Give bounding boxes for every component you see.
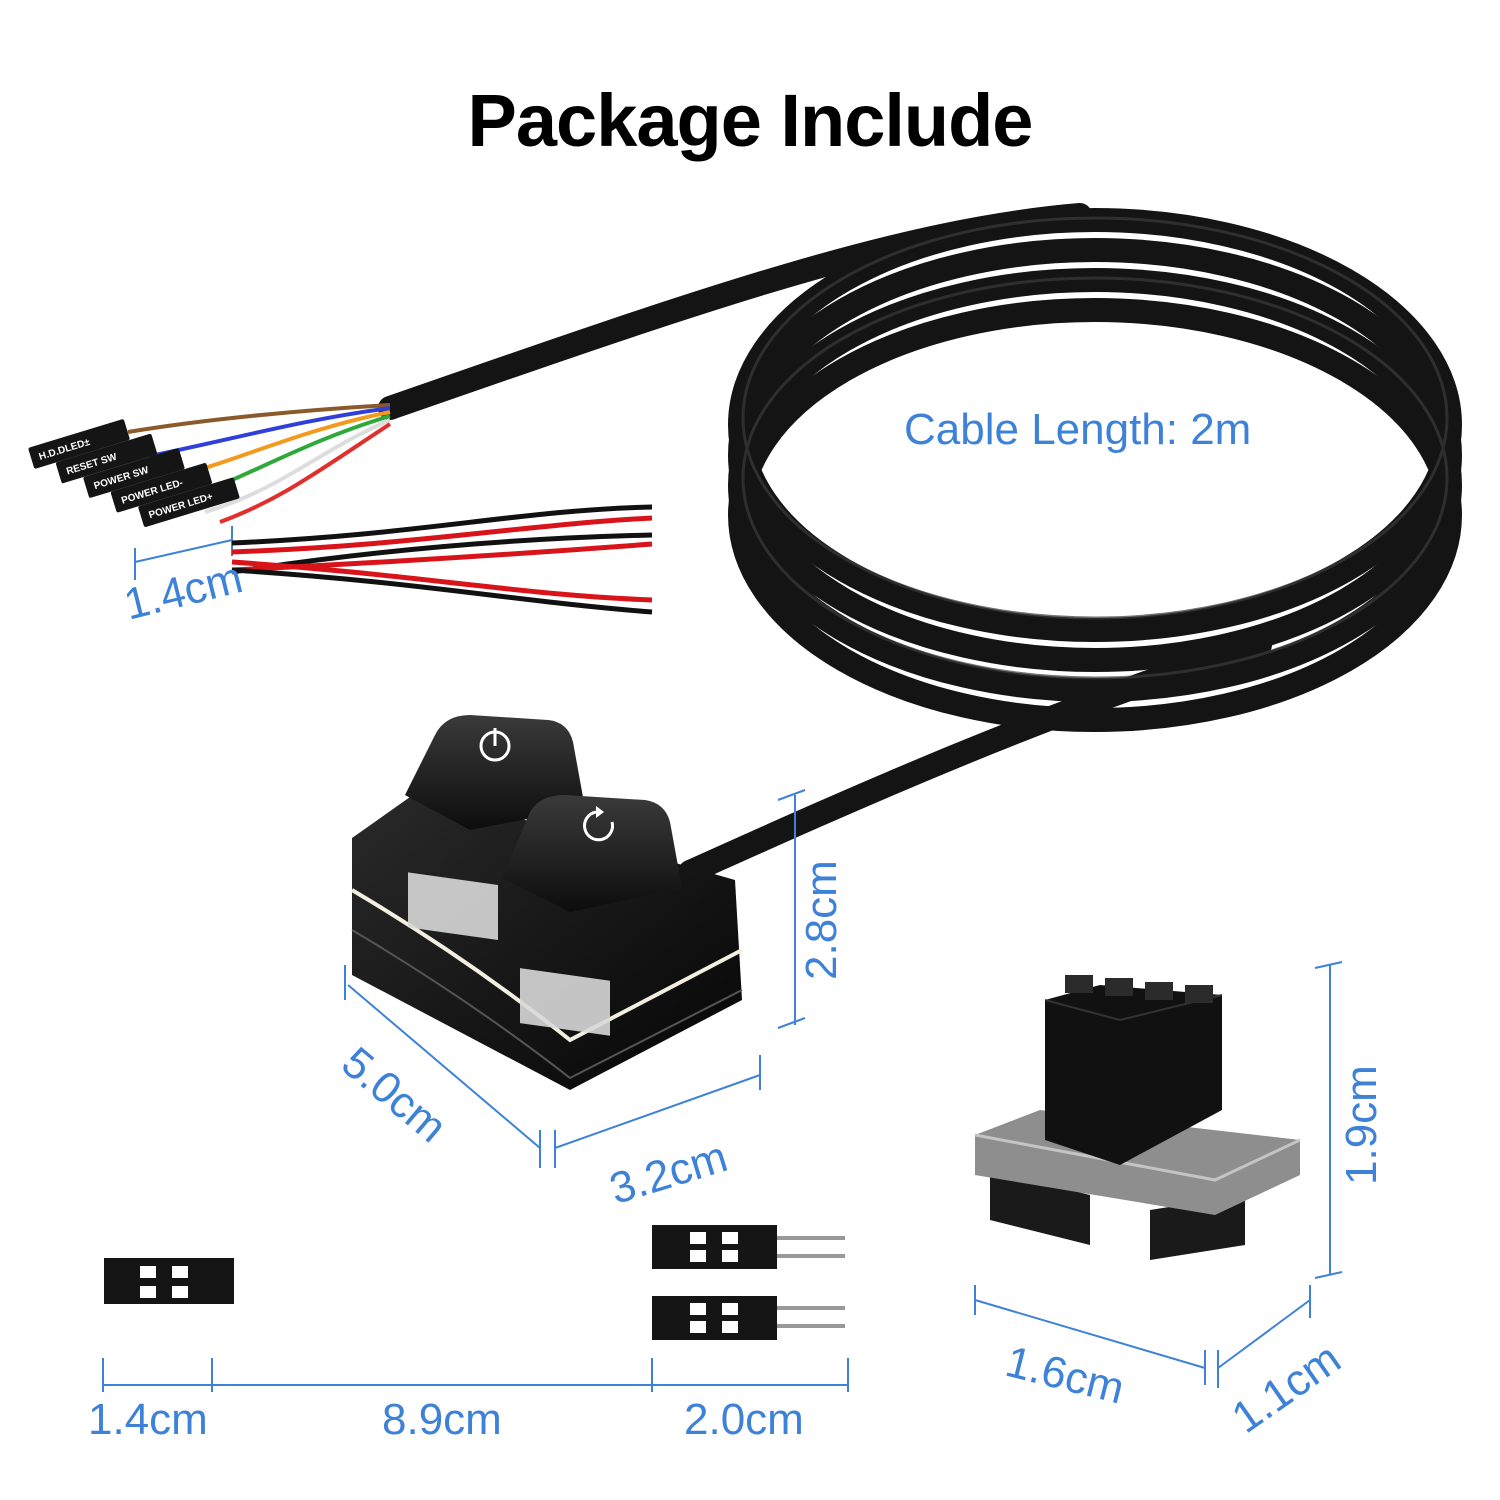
splitter-wires: [231, 504, 653, 615]
splitter-connector-label: 1.4cm: [88, 1395, 208, 1444]
dual-button-switch-box: [350, 715, 743, 1090]
power-keycap: [405, 715, 585, 830]
adapter-height-label: 1.9cm: [1337, 1065, 1386, 1185]
cable-coil: [378, 203, 1462, 884]
pin-header-adapter: [974, 975, 1301, 1330]
splitter-cable-label: 8.9cm: [382, 1395, 502, 1444]
cable-length-label: Cable Length: 2m: [904, 405, 1252, 454]
reset-keycap: [502, 795, 682, 912]
front-panel-wires: [127, 403, 392, 524]
splitter-connectors: [104, 1225, 845, 1340]
dimension-lines: [102, 526, 1343, 1392]
splitter-plug-label: 2.0cm: [684, 1395, 804, 1444]
page-title: Package Include: [467, 79, 1034, 162]
box-height-label: 2.8cm: [797, 860, 846, 980]
